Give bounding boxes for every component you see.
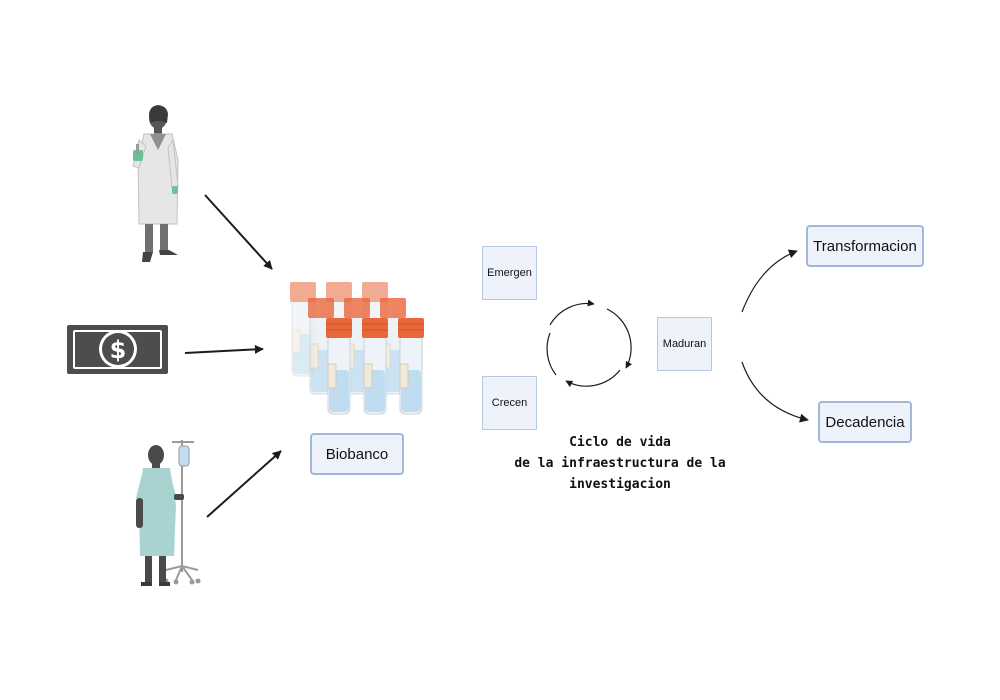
grow-box: Crecen [482, 376, 537, 430]
arrow-funding-to-biobank [184, 344, 264, 354]
scientist-icon [132, 105, 179, 262]
mature-box: Maduran [657, 317, 712, 371]
caption-line-3: investigacion [569, 477, 671, 492]
svg-text:$: $ [110, 336, 127, 364]
banknote-icon: $ [67, 325, 168, 374]
arrow-patient-to-biobank [206, 450, 282, 518]
biobank-box: Biobanco [310, 433, 404, 475]
cycle-caption: Ciclo de vida de la infraestructura de l… [470, 432, 770, 495]
emerge-box: Emergen [482, 246, 537, 300]
transformation-box: Transformacion [806, 225, 924, 267]
test-tubes-icon [290, 282, 424, 415]
patient-icon [136, 440, 201, 586]
caption-line-2: de la infraestructura de la [514, 456, 726, 471]
arrow-researcher-to-biobank [204, 194, 273, 270]
arrow-to-decline [741, 361, 809, 423]
cycle-arrows [546, 299, 633, 388]
caption-line-1: Ciclo de vida [569, 435, 671, 450]
decline-box: Decadencia [818, 401, 912, 443]
arrow-to-transformation [741, 249, 798, 313]
